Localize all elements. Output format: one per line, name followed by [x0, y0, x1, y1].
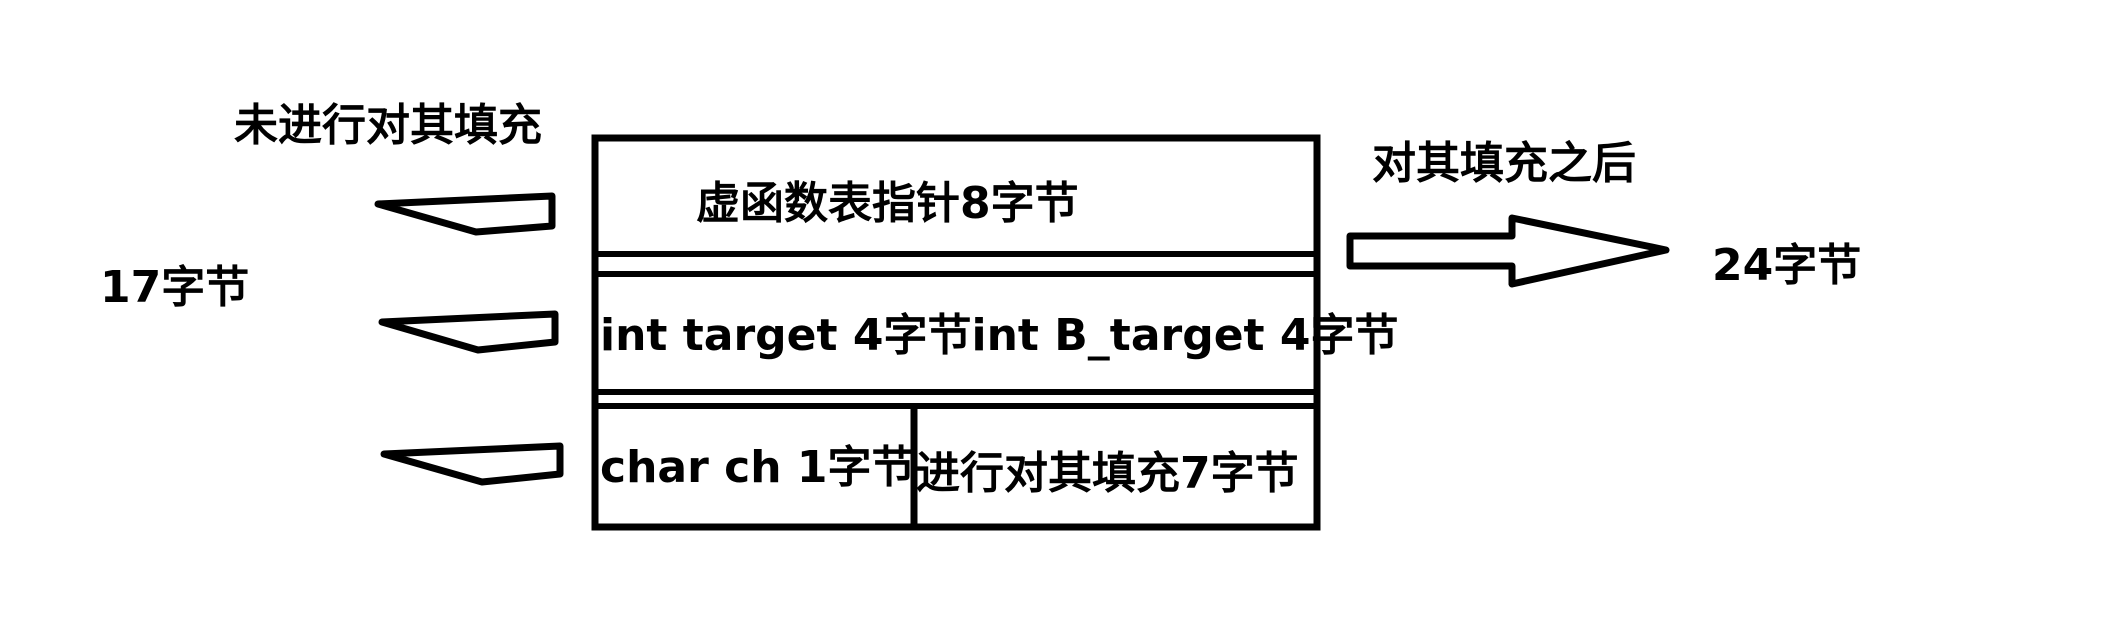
left-arrow-icon — [378, 310, 559, 354]
row-char-label: char ch 1字节 — [600, 442, 916, 493]
row-padding-label: 进行对其填充7字节 — [916, 448, 1299, 499]
padded-size: 24字节 — [1712, 240, 1862, 291]
unpadded-size: 17字节 — [100, 262, 250, 313]
struct-outline — [591, 134, 1321, 531]
unpadded-title: 未进行对其填充 — [234, 100, 542, 151]
padded-title: 对其填充之后 — [1372, 138, 1636, 189]
left-arrow-icon — [374, 192, 556, 236]
right-arrow-icon — [1346, 214, 1670, 288]
row-vptr-label: 虚函数表指针8字节 — [696, 178, 1079, 229]
left-arrow-icon — [380, 442, 564, 486]
row-ints-label: int target 4字节int B_target 4字节 — [600, 310, 1399, 361]
